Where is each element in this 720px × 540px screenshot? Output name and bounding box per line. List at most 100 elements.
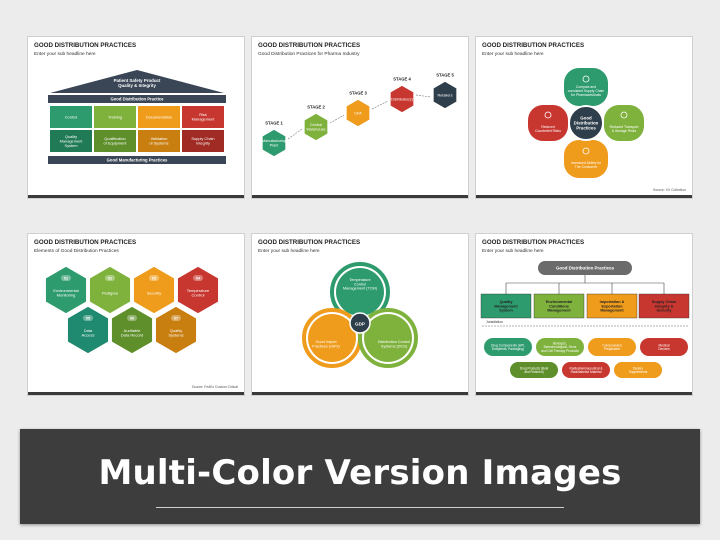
petal-center: [568, 105, 604, 141]
stage-connector: [329, 114, 345, 124]
version-banner: Multi-Color Version Images: [20, 429, 700, 524]
base-bar: [48, 156, 226, 164]
element-label: Pedigree: [102, 290, 119, 295]
org-level1-box: [638, 293, 690, 319]
pillar-cell: [182, 130, 224, 152]
warning-icon: [544, 111, 552, 119]
banner-underline: [156, 507, 564, 508]
stage-text: CFA: [354, 111, 362, 115]
stage-hexagon: [261, 128, 287, 158]
org-root-label: Good Distribution Practices: [556, 266, 615, 271]
slide-thumbnail-5[interactable]: GOOD DISTRIBUTION PRACTICES Enter your s…: [251, 233, 469, 396]
stage-hexagon: [432, 80, 458, 110]
element-hexagon: [88, 265, 132, 315]
element-hexagon: [66, 305, 110, 355]
element-number: 06: [130, 316, 134, 320]
slide-thumbnail-4[interactable]: GOOD DISTRIBUTION PRACTICES Elements of …: [27, 233, 245, 396]
element-number-pill: [171, 315, 181, 321]
person-icon: [582, 147, 590, 155]
banner-title: Multi-Color Version Images: [98, 453, 622, 493]
pillar-cell: [138, 106, 180, 128]
element-hexagon: [176, 265, 220, 315]
element-number: 02: [108, 276, 112, 280]
petal-shape: [564, 140, 608, 178]
element-number-pill: [105, 275, 115, 281]
stage-connector: [287, 128, 303, 140]
element-number: 05: [86, 316, 90, 320]
petal-label: Reduced Transport& Storage Risks: [610, 125, 639, 133]
band-label: Good Distribution Practice: [110, 96, 164, 101]
pillar-cell: [182, 106, 224, 128]
slide-thumbnail-6[interactable]: GOOD DISTRIBUTION PRACTICES Enter your s…: [475, 233, 693, 396]
org-level2-box: [536, 338, 584, 356]
slide-subtitle: Enter your sub headline here: [482, 52, 544, 57]
slide-thumbnail-1[interactable]: GOOD DISTRIBUTION PRACTICES Enter your s…: [27, 36, 245, 199]
pillar-cell-label: Documentation: [146, 114, 172, 119]
org-level3-box: [614, 362, 662, 378]
slide-source: Source: XX Collection: [653, 188, 686, 192]
element-hexagon: [132, 265, 176, 315]
org-root-box: [538, 261, 632, 275]
element-number-pill: [193, 275, 203, 281]
slide-thumbnail-3[interactable]: GOOD DISTRIBUTION PRACTICES Enter your s…: [475, 36, 693, 199]
clipboard-icon: [582, 75, 590, 83]
pillar-cell: [94, 106, 136, 128]
ring-fill: [308, 314, 356, 362]
org-level2-box: [640, 338, 688, 356]
slide-title: GOOD DISTRIBUTION PRACTICES: [258, 42, 361, 49]
slide-source: Source: FedEx Custom Critical: [191, 385, 238, 389]
stage-connector: [371, 100, 389, 110]
stage-text: Retailers: [438, 93, 453, 97]
org-level1-box: [586, 293, 638, 319]
stage-connector: [415, 94, 432, 98]
slide-subtitle: Enter your sub headline here: [34, 52, 96, 57]
pillar-cell: [138, 130, 180, 152]
slide-subtitle: Enter your sub headline here: [258, 249, 320, 254]
stage-hexagon: [345, 98, 371, 128]
org-level2-box: [484, 338, 532, 356]
org-divider-label: Jurisdiction: [486, 320, 503, 324]
slide-title: GOOD DISTRIBUTION PRACTICES: [34, 42, 137, 49]
stage-label: STAGE 3: [349, 90, 367, 95]
element-number-pill: [149, 275, 159, 281]
element-number: 07: [174, 316, 178, 320]
stage-hexagon: [303, 112, 329, 142]
element-number: 04: [196, 276, 201, 280]
ring-center-label: GDP: [355, 322, 365, 327]
slide-thumbnail-2[interactable]: GOOD DISTRIBUTION PRACTICES Good Distrib…: [251, 36, 469, 199]
org-level1-box: [480, 293, 532, 319]
petal-shape: [564, 68, 608, 106]
org-level3-label: Radiopharmaceutical &Radiolabeled Materi…: [570, 366, 604, 374]
element-hexagon: [110, 305, 154, 355]
org-level3-box: [562, 362, 610, 378]
slide-title: GOOD DISTRIBUTION PRACTICES: [482, 42, 585, 49]
slide-subtitle: Enter your sub headline here: [482, 249, 544, 254]
org-level2-label: Drug Components (API,Excipients, Packagi…: [491, 343, 525, 351]
petal-shape: [528, 105, 568, 141]
org-level1-box: [533, 293, 585, 319]
element-number-pill: [83, 315, 93, 321]
